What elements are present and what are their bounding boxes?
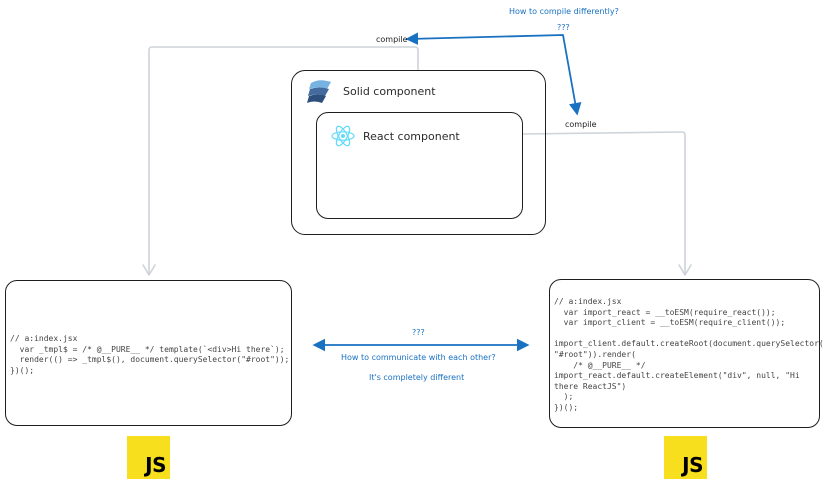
- react-component-box: [316, 112, 523, 219]
- react-compiled-code: // a:index.jsx var import_react = __toES…: [554, 297, 824, 412]
- js-logo-icon: JS: [664, 436, 707, 479]
- react-compiled-code-box: [549, 279, 820, 428]
- js-badge-right-text: JS: [682, 453, 703, 477]
- compile-differently-question: How to compile differently?: [509, 7, 619, 16]
- communicate-question: How to communicate with each other?: [341, 353, 496, 362]
- compile-arrow-right: [522, 131, 686, 275]
- react-logo-icon: [330, 124, 356, 148]
- compile-arrow-left-head: [142, 264, 156, 276]
- compile-differently-arrow: [405, 32, 582, 116]
- solid-compiled-code: // a:index.jsx var _tmpl$ = /* @__PURE__…: [10, 334, 290, 375]
- solid-component-box: [291, 70, 546, 235]
- solid-component-label: Solid component: [343, 85, 436, 98]
- react-component-label: React component: [363, 130, 460, 143]
- compile-label-right: compile: [565, 120, 597, 129]
- completely-different-note: It's completely different: [369, 373, 465, 382]
- js-badge-left-text: JS: [145, 453, 166, 477]
- communicate-question-marks: ???: [412, 328, 425, 337]
- compile-label-left: compile: [376, 35, 408, 44]
- compile-question-marks: ???: [557, 23, 570, 32]
- js-logo-icon: JS: [127, 436, 170, 479]
- compile-arrow-right-head: [678, 264, 692, 276]
- solid-compiled-code-box: [5, 280, 292, 426]
- solidjs-logo-icon: [307, 78, 335, 104]
